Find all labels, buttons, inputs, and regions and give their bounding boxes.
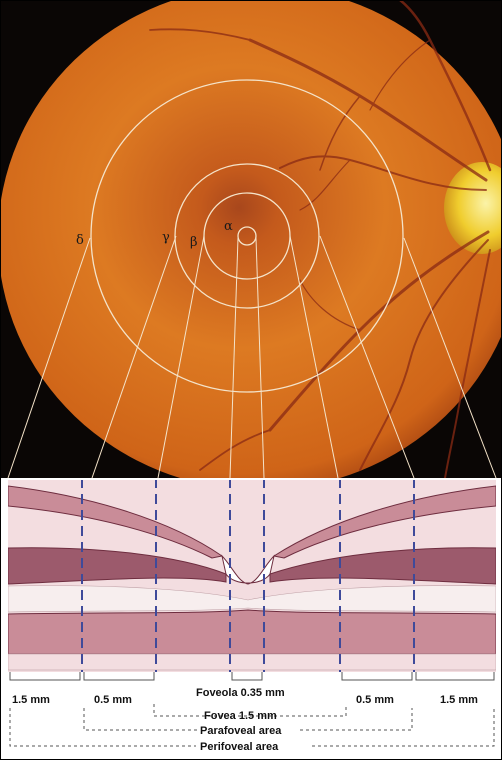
zone-label-alpha: α	[224, 219, 233, 234]
zone-label-gamma: γ	[162, 230, 170, 245]
label-right-inner: 0.5 mm	[356, 694, 394, 706]
fundus-photo: δ γ β α	[0, 0, 502, 490]
zone-label-delta: δ	[76, 233, 84, 248]
label-left-inner: 0.5 mm	[94, 694, 132, 706]
retina-cross-section	[8, 478, 496, 672]
zone-label-beta: β	[190, 235, 198, 250]
measurement-labels: 1.5 mm 0.5 mm Foveola 0.35 mm 0.5 mm 1.5…	[12, 687, 478, 706]
label-parafoveal: Parafoveal area	[200, 725, 282, 737]
label-right-outer: 1.5 mm	[440, 694, 478, 706]
label-foveola: Foveola 0.35 mm	[196, 687, 285, 699]
measurement-brackets	[10, 672, 494, 680]
area-labels: Fovea 1.5 mm Parafoveal area Perifoveal …	[200, 710, 282, 753]
label-perifoveal: Perifoveal area	[200, 741, 279, 753]
label-fovea: Fovea 1.5 mm	[204, 710, 277, 722]
label-left-outer: 1.5 mm	[12, 694, 50, 706]
